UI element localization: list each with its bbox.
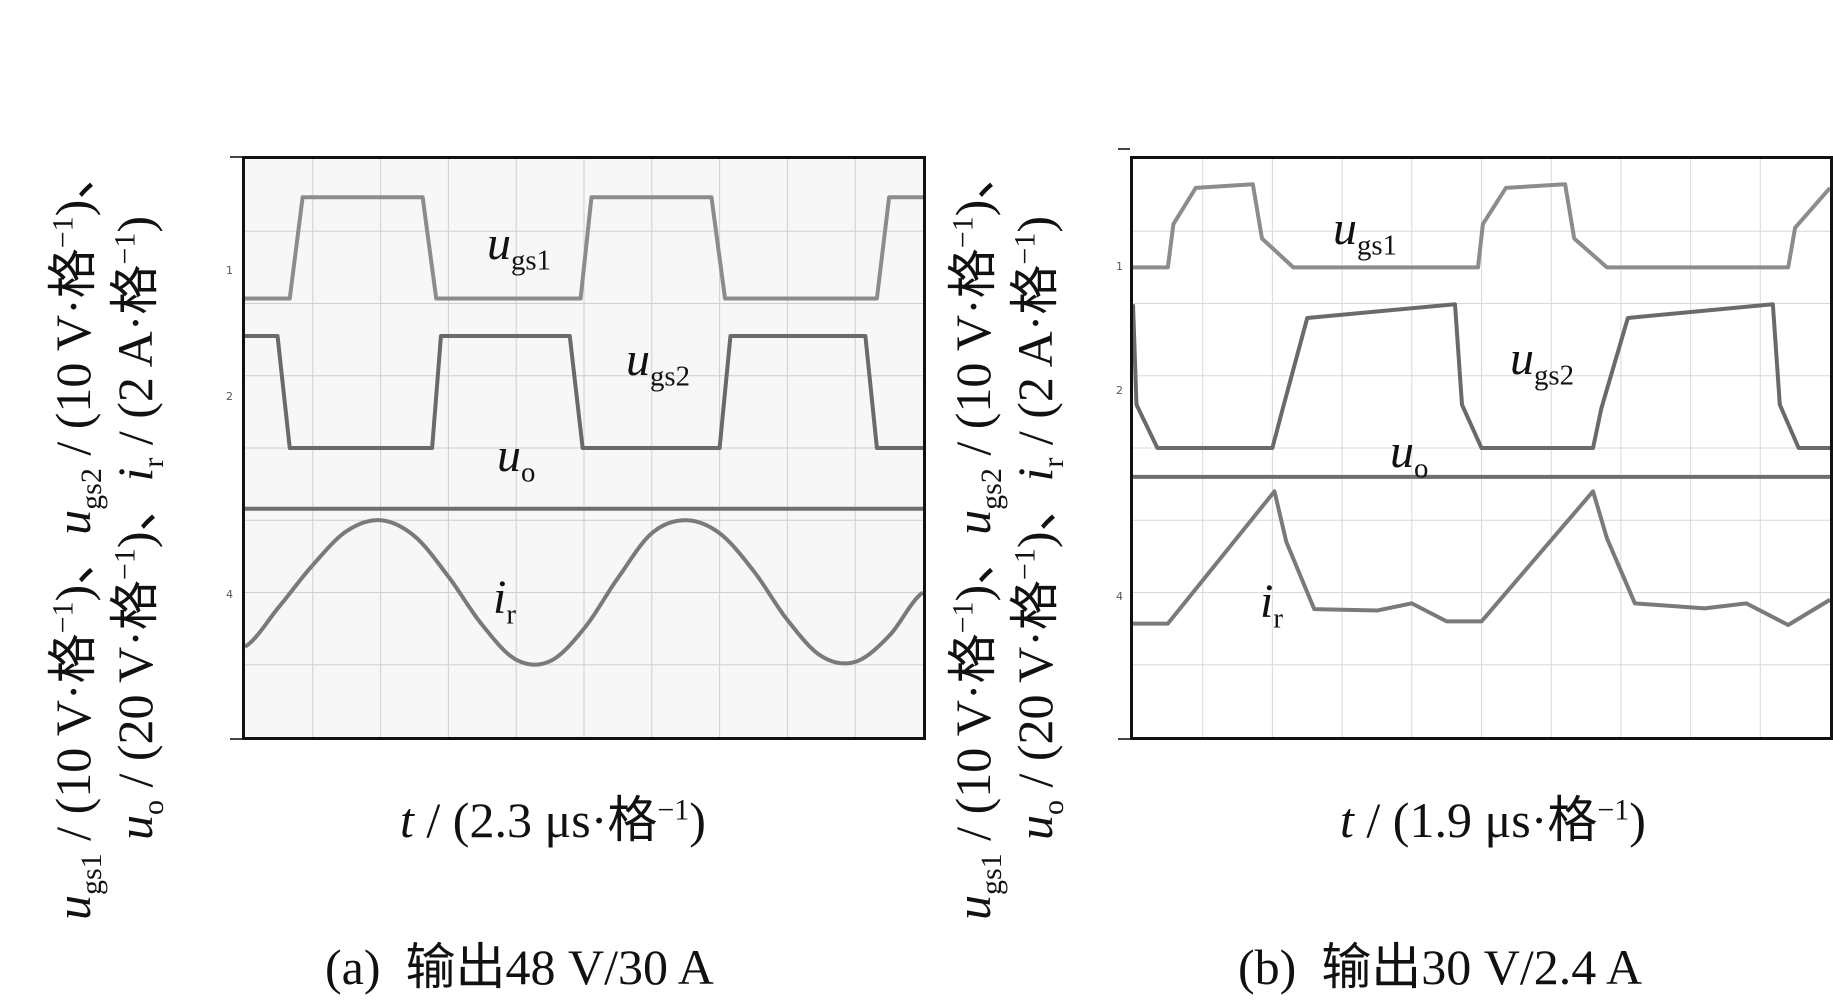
panel-a-caption: (a) 输出48 V/30 A bbox=[325, 939, 714, 995]
panel-a: ugs1 / (10 V·格−1)、ugs2 / (10 V·格−1)、 uo … bbox=[45, 149, 926, 995]
panel-a-ylabel-line1: ugs1 / (10 V·格−1)、ugs2 / (10 V·格−1)、 bbox=[45, 149, 108, 920]
panel-a-label-uo: uo bbox=[497, 429, 536, 489]
panel-a-channel-4: 4 bbox=[226, 588, 233, 601]
panel-b-trace-ir bbox=[1133, 489, 1830, 628]
panel-a-scope bbox=[242, 156, 926, 740]
panel-a-trace-ugs1 bbox=[245, 195, 923, 301]
panel-b-plot bbox=[1133, 159, 1830, 737]
panel-a-xlabel: t / (2.3 μs·格−1) bbox=[400, 792, 706, 848]
panel-b-trace-ugs1 bbox=[1133, 182, 1830, 270]
panel-a-trace-ugs2 bbox=[245, 334, 923, 450]
panel-b-ylabel-line2: uo / (20 V·格−1)、ir / (2 A·格−1) bbox=[1007, 215, 1070, 840]
panel-b-label-ugs1: ugs1 bbox=[1333, 202, 1398, 262]
panel-a-tick-bottom bbox=[230, 738, 242, 740]
panel-b-channel-4: 4 bbox=[1116, 590, 1123, 603]
panel-b-label-ugs2: ugs2 bbox=[1510, 332, 1575, 392]
panel-b-tick-top bbox=[1118, 148, 1130, 150]
panel-b-label-uo: uo bbox=[1390, 425, 1429, 485]
panel-a-channel-1: 1 bbox=[226, 264, 233, 277]
panel-b-xlabel: t / (1.9 μs·格−1) bbox=[1340, 792, 1646, 848]
panel-a-tick-top bbox=[230, 156, 242, 158]
panel-b-channel-2: 2 bbox=[1116, 384, 1123, 397]
panel-b-label-ir: ir bbox=[1260, 575, 1283, 635]
panel-b-ylabel-line1: ugs1 / (10 V·格−1)、ugs2 / (10 V·格−1)、 bbox=[945, 149, 1008, 920]
panel-a-plot bbox=[245, 159, 923, 737]
panel-b-trace-ugs2 bbox=[1133, 302, 1830, 450]
panel-a-channel-2: 2 bbox=[226, 390, 233, 403]
panel-a-label-ugs1: ugs1 bbox=[487, 217, 552, 277]
panel-b-scope bbox=[1130, 156, 1833, 740]
panel-a-label-ir: ir bbox=[493, 571, 516, 631]
panel-b-caption: (b) 输出30 V/2.4 A bbox=[1238, 939, 1643, 995]
panel-b-channel-1: 1 bbox=[1116, 260, 1123, 273]
panel-a-label-ugs2: ugs2 bbox=[626, 333, 691, 393]
panel-b-tick-bottom bbox=[1118, 738, 1130, 740]
panel-b: ugs1 / (10 V·格−1)、ugs2 / (10 V·格−1)、 uo … bbox=[920, 0, 1833, 1001]
panel-a-ylabel-line2: uo / (20 V·格−1)、ir / (2 A·格−1) bbox=[107, 215, 170, 840]
panel-a-trace-ir bbox=[245, 518, 923, 667]
